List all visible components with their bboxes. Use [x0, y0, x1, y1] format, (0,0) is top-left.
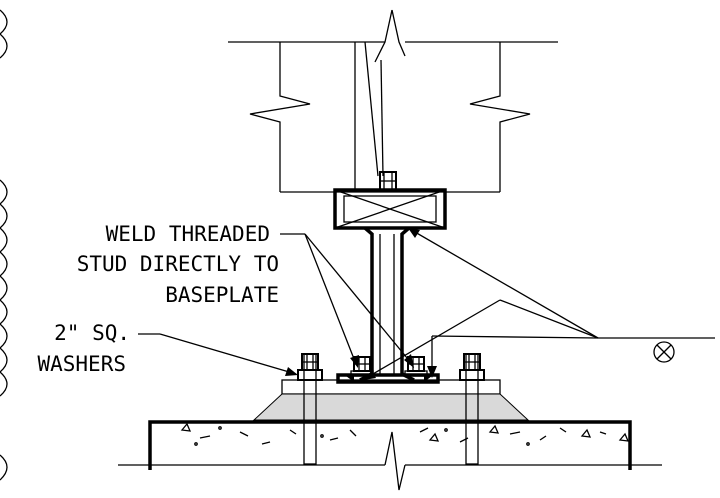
threaded-stud-left — [350, 356, 374, 377]
weld-stud-line2: STUD DIRECTLY TO — [77, 252, 279, 276]
steel-column — [359, 226, 415, 382]
washers-line1: 2" SQ. — [54, 321, 130, 345]
weld-right — [424, 376, 432, 382]
upper-beam — [228, 9, 558, 193]
weld-stud-note: WELD THREADED STUD DIRECTLY TO BASEPLATE — [77, 222, 279, 307]
concrete-footing — [118, 420, 662, 491]
circle-x-symbol — [598, 337, 715, 363]
revision-cloud-left — [0, 9, 8, 481]
weld-stud-line1: WELD THREADED — [106, 222, 270, 246]
washers-leader — [138, 333, 298, 376]
weld-stud-leaders — [280, 233, 414, 368]
weld-stud-line3: BASEPLATE — [165, 283, 279, 307]
top-bearing-plate — [333, 171, 447, 230]
anchor-bolt-right — [459, 353, 485, 465]
right-note-leaders — [364, 227, 599, 380]
washers-line2: WASHERS — [37, 352, 126, 376]
weld-left — [346, 376, 354, 382]
baseplate — [281, 373, 501, 395]
grout-pad — [252, 393, 530, 421]
washers-note: 2" SQ. WASHERS — [37, 321, 130, 376]
